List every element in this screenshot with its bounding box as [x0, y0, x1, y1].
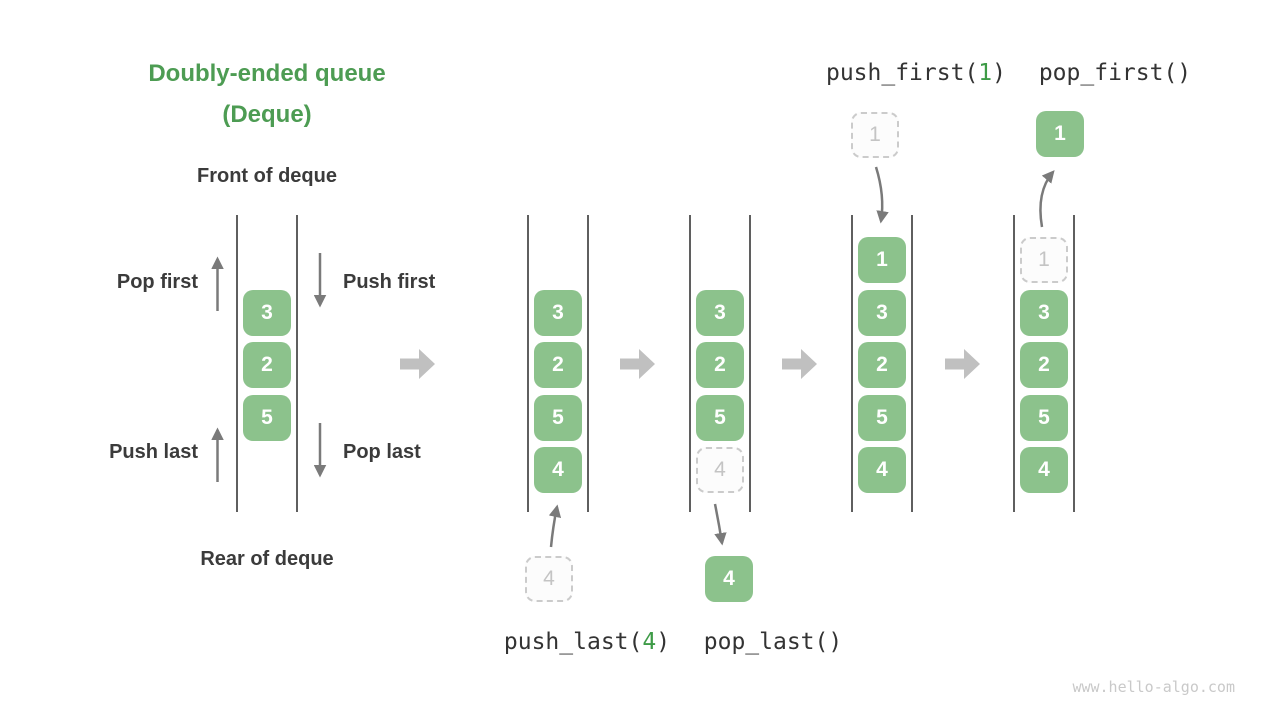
deque-state-pop-first: 1 3 2 5 4 — [1013, 215, 1075, 512]
cell-1: 1 — [858, 237, 906, 283]
cell-2: 2 — [1020, 342, 1068, 388]
ghost-cell-1: 1 — [1020, 237, 1068, 283]
deque-rail-right — [911, 215, 913, 512]
cell-3: 3 — [858, 290, 906, 336]
deque-rail-right — [296, 215, 298, 512]
deque-rail-left — [689, 215, 691, 512]
push-first-code-prefix: push_first( — [825, 60, 979, 86]
transition-arrow-4 — [945, 349, 980, 379]
transition-arrow-1 — [400, 349, 435, 379]
deque-state-push-first: 1 3 2 5 4 — [851, 215, 913, 512]
push-first-code-label: push_first(1) — [806, 60, 1026, 87]
ghost-cell-4: 4 — [696, 447, 744, 493]
cell-5: 5 — [243, 395, 291, 441]
push-first-code-suffix: ) — [992, 60, 1007, 86]
diagram-title-line2: (Deque) — [222, 101, 312, 128]
front-of-deque-label: Front of deque — [197, 165, 337, 187]
rear-of-deque-label: Rear of deque — [200, 548, 334, 570]
cell-5: 5 — [696, 395, 744, 441]
push-last-code-arg: 4 — [642, 629, 657, 655]
cell-5: 5 — [534, 395, 582, 441]
diagram-title-line1: Doubly-ended queue — [148, 60, 386, 87]
deque-left-overview: 3 2 5 — [236, 215, 298, 512]
push-last-code-suffix: ) — [656, 629, 671, 655]
deque-rail-left — [1013, 215, 1015, 512]
deque-rail-right — [587, 215, 589, 512]
transition-arrow-3 — [782, 349, 817, 379]
moving-cell-push-first-input: 1 — [851, 112, 899, 158]
pop-last-remove-arrow — [713, 503, 727, 546]
transition-arrow-2 — [620, 349, 655, 379]
cell-3: 3 — [1020, 290, 1068, 336]
push-first-label: Push first — [343, 271, 436, 293]
push-last-code-label: push_last(4) — [477, 629, 697, 656]
cell-2: 2 — [858, 342, 906, 388]
deque-rail-right — [749, 215, 751, 512]
deque-rail-left — [851, 215, 853, 512]
pop-first-remove-arrow — [1039, 170, 1055, 228]
cell-5: 5 — [858, 395, 906, 441]
push-last-label: Push last — [109, 441, 198, 463]
push-first-code-arg: 1 — [978, 60, 993, 86]
cell-3: 3 — [696, 290, 744, 336]
push-last-insert-arrow — [548, 504, 562, 548]
cell-3: 3 — [534, 290, 582, 336]
push-first-insert-arrow — [874, 166, 889, 224]
pop-last-label: Pop last — [343, 441, 421, 463]
deque-rail-left — [236, 215, 238, 512]
pop-last-code-label: pop_last() — [703, 629, 843, 655]
push-last-code-prefix: push_last( — [503, 629, 643, 655]
deque-rail-left — [527, 215, 529, 512]
cell-4: 4 — [858, 447, 906, 493]
pop-first-code-label: pop_first() — [1038, 60, 1192, 86]
cell-4: 4 — [534, 447, 582, 493]
moving-cell-pop-last-output: 4 — [705, 556, 753, 602]
deque-rail-right — [1073, 215, 1075, 512]
cell-2: 2 — [243, 342, 291, 388]
cell-2: 2 — [534, 342, 582, 388]
cell-2: 2 — [696, 342, 744, 388]
deque-state-push-last: 3 2 5 4 — [527, 215, 589, 512]
pop-first-label: Pop first — [116, 271, 198, 293]
moving-cell-push-last-input: 4 — [525, 556, 573, 602]
cell-3: 3 — [243, 290, 291, 336]
deque-state-pop-last: 3 2 5 4 — [689, 215, 751, 512]
cell-4: 4 — [1020, 447, 1068, 493]
watermark: www.hello-algo.com — [1072, 678, 1235, 696]
cell-5: 5 — [1020, 395, 1068, 441]
moving-cell-pop-first-output: 1 — [1036, 111, 1084, 157]
